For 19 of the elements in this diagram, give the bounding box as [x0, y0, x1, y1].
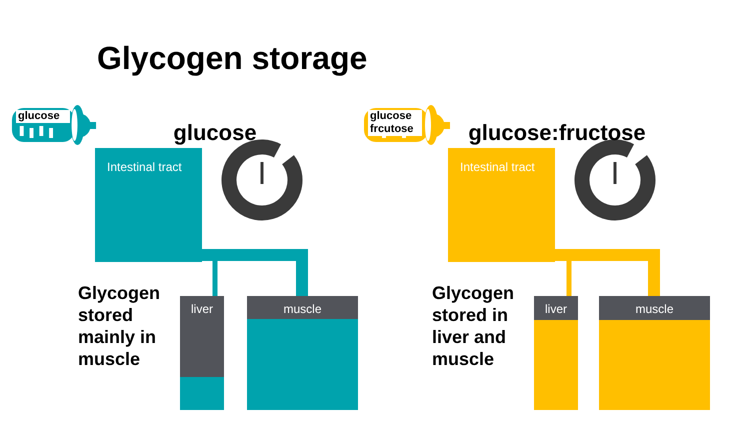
storage-bar: [180, 296, 224, 410]
storage-bar: [247, 296, 358, 410]
organ-label: liver: [190, 301, 214, 318]
section-heading: glucose:fructose: [467, 119, 647, 147]
section-heading: glucose: [172, 119, 258, 147]
storage-bar: [599, 296, 710, 410]
summary-text: Glycogen stored mainly in muscle: [78, 282, 162, 370]
storage-bar: [534, 296, 578, 410]
intestine-box: [448, 148, 555, 262]
organ-label: muscle: [282, 301, 322, 318]
intestine-box: [95, 148, 202, 262]
bottle-label: glucose frcutose: [368, 110, 422, 136]
box-label: Intestinal tract: [460, 159, 535, 176]
summary-text: Glycogen stored in liver and muscle: [432, 282, 516, 370]
title: Glycogen storage: [97, 39, 368, 78]
bottle-label: glucose: [16, 110, 70, 123]
organ-label: liver: [544, 301, 568, 318]
box-label: Intestinal tract: [107, 159, 182, 176]
organ-label: muscle: [634, 301, 674, 318]
